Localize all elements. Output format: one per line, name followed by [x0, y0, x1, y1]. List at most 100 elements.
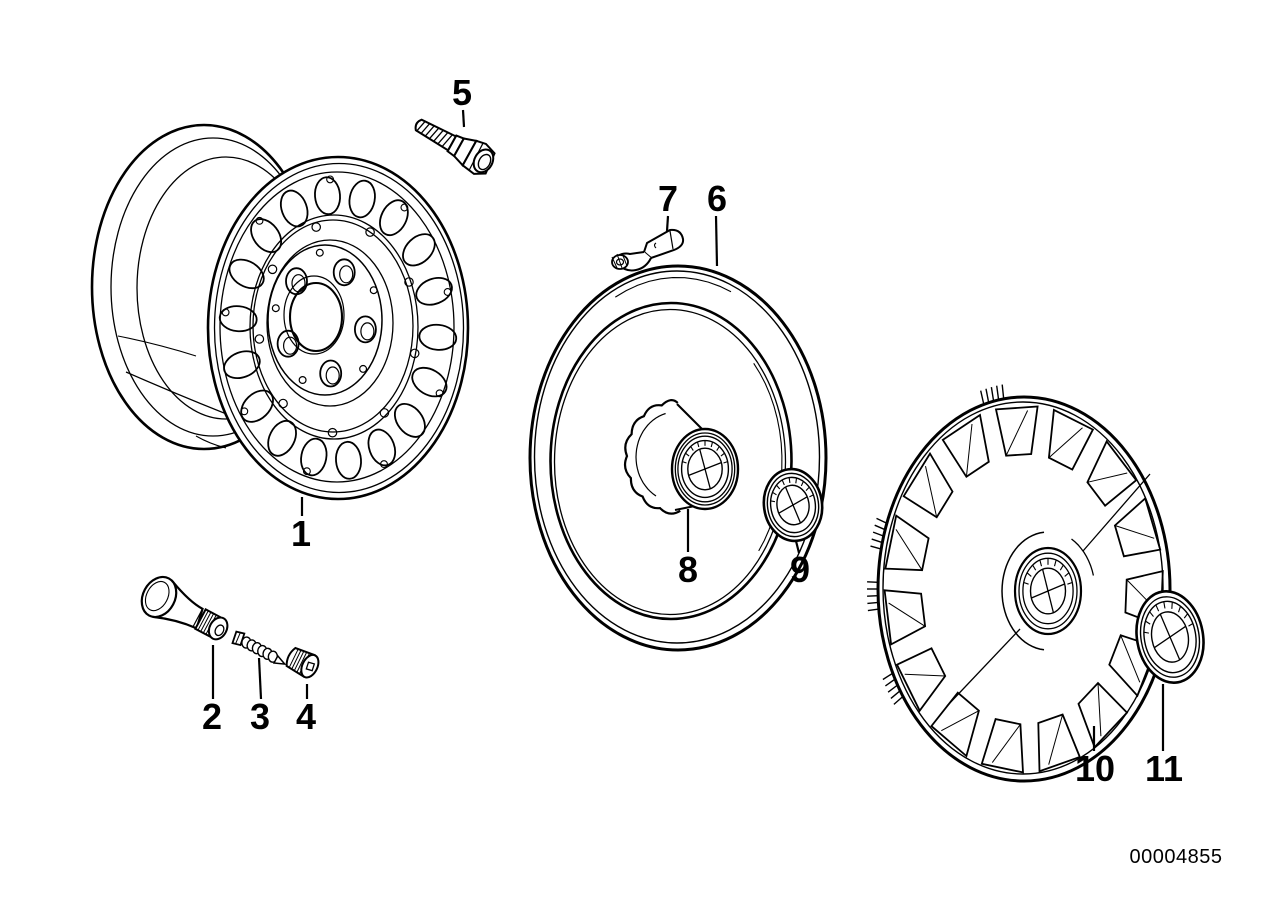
- callout-6[interactable]: 6: [707, 178, 727, 219]
- hub-pilot-hole: [271, 304, 280, 313]
- callout-8[interactable]: 8: [678, 549, 698, 590]
- cap-body: [285, 646, 316, 678]
- roundel-tick: [1177, 606, 1182, 613]
- roundel-tick: [1171, 602, 1173, 609]
- roundel-tick: [723, 461, 728, 464]
- slot-crease: [1120, 635, 1141, 683]
- callout-7[interactable]: 7: [658, 178, 678, 219]
- callout-2[interactable]: 2: [202, 696, 222, 737]
- slot-crease: [1087, 472, 1128, 483]
- vent-hole: [418, 323, 458, 351]
- part-9-emblem: [762, 467, 824, 543]
- callout-11[interactable]: 11: [1145, 748, 1183, 789]
- callout-5[interactable]: 5: [452, 72, 472, 113]
- roundel-tick: [1053, 559, 1057, 567]
- clip-coil-inner: [615, 258, 625, 266]
- roundel-tick: [696, 441, 700, 448]
- roundel-tick: [1188, 623, 1194, 627]
- roundel: [1013, 546, 1083, 636]
- roundel-tick: [770, 500, 776, 503]
- small-hole-inner: [327, 427, 338, 438]
- rim-well-line-2: [117, 335, 197, 357]
- clip-detent-mark: [653, 242, 657, 249]
- part-8-hub-cap: [623, 399, 740, 515]
- hub-ring-inner: [267, 244, 383, 396]
- part-2-valve-stem: [140, 575, 229, 641]
- roundel-tick: [1155, 604, 1160, 612]
- clip-tab-rib: [870, 545, 882, 550]
- face-dish-ring-1: [249, 214, 419, 440]
- hub-pilot-hole: [315, 248, 324, 257]
- cap-face-socket: [305, 661, 316, 672]
- callout-9[interactable]: 9: [790, 549, 810, 590]
- flange-scalloped-edge: [623, 399, 681, 515]
- vent-hole: [402, 233, 436, 267]
- roundel-tick: [720, 452, 725, 457]
- part-7-retaining-clip: [611, 228, 685, 272]
- clip-tab-rib: [867, 608, 879, 612]
- clip-coil-hatch-1: [611, 256, 618, 269]
- lug-hole: [353, 315, 377, 344]
- roundel-tick: [1145, 620, 1151, 625]
- vent-hole: [267, 419, 297, 457]
- vent-hole: [379, 199, 409, 237]
- slot-crease: [904, 673, 946, 677]
- slot-crease: [888, 602, 926, 627]
- callout-3[interactable]: 3: [250, 696, 270, 737]
- cover-slot: [994, 405, 1039, 457]
- small-hole-outer: [221, 308, 230, 317]
- small-hole-inner: [254, 334, 265, 344]
- trim-ring-outer: [528, 264, 828, 652]
- line-art: [615, 277, 732, 298]
- roundel-core: [776, 484, 810, 526]
- cover-slot: [1108, 634, 1158, 698]
- part-6-trim-ring: [528, 264, 828, 652]
- cover-slot: [883, 589, 927, 646]
- knurl-rib: [291, 649, 302, 670]
- bolt-head-face-inner: [477, 153, 492, 171]
- clip-tab-rib: [867, 595, 879, 597]
- part-5-wheel-bolt: [414, 118, 496, 175]
- callout-4[interactable]: 4: [296, 696, 316, 737]
- valve-tip: [207, 616, 229, 641]
- slot-crease: [925, 465, 938, 518]
- clip-tab-rib: [890, 690, 901, 699]
- vent-hole: [279, 189, 309, 228]
- vent-hole: [415, 276, 453, 306]
- vent-hole: [218, 305, 258, 333]
- trim-ring-highlights: [615, 277, 783, 552]
- vent-hole: [314, 176, 341, 216]
- vent-hole: [300, 437, 328, 477]
- roundel-tick: [1032, 564, 1037, 571]
- callout-10[interactable]: 10: [1075, 748, 1115, 789]
- slot-crease: [895, 529, 923, 571]
- clip-tab-rib: [872, 531, 884, 537]
- small-hole-outer: [380, 460, 388, 469]
- cover-slot: [980, 718, 1024, 774]
- roundel-ring: [674, 432, 736, 506]
- trim-ring-inner-2: [553, 308, 787, 616]
- cover-slot: [1047, 408, 1095, 471]
- callout-1[interactable]: 1: [291, 513, 311, 554]
- roundel-ring: [677, 435, 733, 503]
- clip-coil-hatch-2: [616, 253, 623, 269]
- vent-hole: [223, 350, 261, 380]
- lug-hole-inner: [325, 366, 340, 385]
- slot-crease: [1048, 427, 1083, 459]
- knurl-rib: [200, 611, 212, 632]
- knurl-rib: [293, 650, 305, 672]
- vent-hole: [228, 258, 265, 290]
- valve-neck-band: [192, 608, 204, 627]
- part-11-emblem: [1135, 590, 1205, 684]
- small-hole-inner: [267, 264, 278, 275]
- clip-tab-rib: [874, 524, 886, 531]
- roundel-tick: [710, 441, 714, 448]
- clip-tab-rib: [871, 538, 883, 544]
- hub-pilot-hole: [298, 376, 307, 385]
- roundel-core: [1150, 611, 1190, 663]
- trim-ring-outer-2: [533, 270, 821, 644]
- slot-crease: [1048, 714, 1064, 765]
- roundel-tick: [1059, 564, 1064, 571]
- roundel: [1135, 590, 1205, 684]
